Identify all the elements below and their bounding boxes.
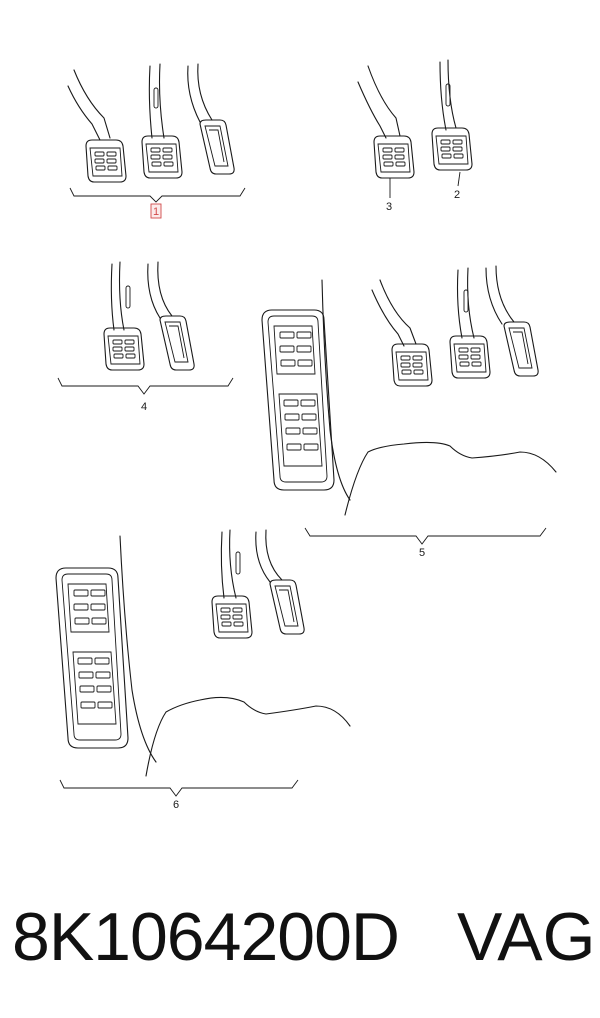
callout-6: 6 [173,799,179,811]
pedal-set-1 [67,63,246,203]
callout-5: 5 [419,547,425,559]
pedal-set-4 [57,261,234,395]
callout-3: 3 [386,201,392,213]
pedal-set-5 [261,265,557,545]
part-number: 8K1064200D [12,899,400,975]
brand-label: VAG [457,899,596,975]
callout-1: 1 [150,203,162,219]
callout-2: 2 [454,189,460,201]
footer-caption: 8K1064200D VAG [12,892,596,982]
svg-text:1: 1 [153,206,159,218]
pedal-set-6 [55,529,351,797]
pedal-set-2-3 [357,59,473,198]
callout-4: 4 [141,401,147,413]
